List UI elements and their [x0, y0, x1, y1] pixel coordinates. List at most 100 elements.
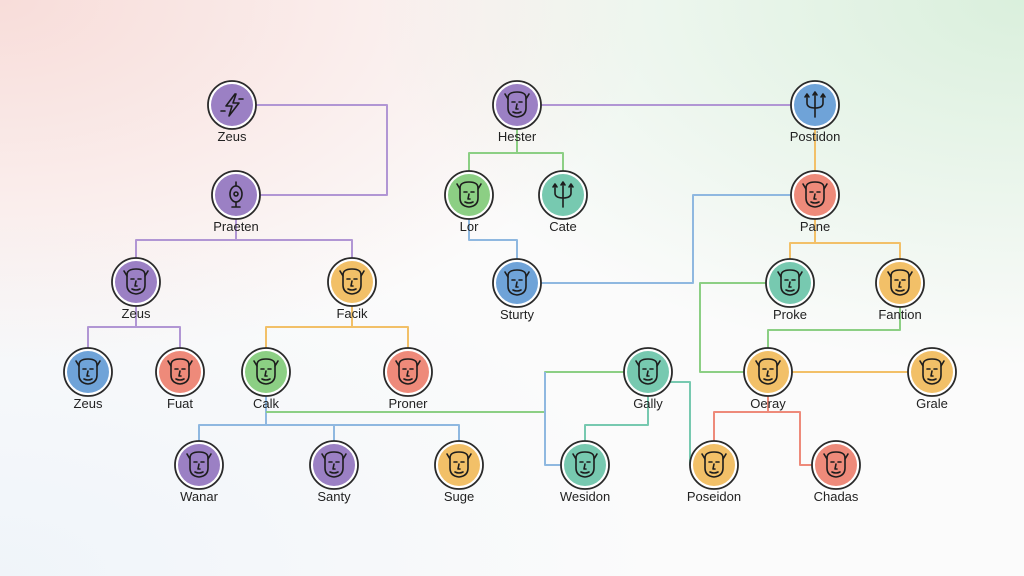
- node-zeus-top[interactable]: Zeus: [207, 80, 257, 144]
- edge-fantion-to-oeray: [767, 305, 901, 350]
- node-label: Oeray: [750, 396, 786, 411]
- edge-praeten-to-zeus-mid: [135, 217, 237, 260]
- node-praeten[interactable]: Praeten: [211, 170, 261, 234]
- face-icon: [887, 269, 913, 296]
- node-wanar[interactable]: Wanar: [174, 440, 224, 504]
- node-label: Proke: [773, 307, 807, 322]
- node-wesidon[interactable]: Wesidon: [560, 440, 610, 504]
- node-label: Cate: [549, 219, 576, 234]
- edge-calk-to-suge: [334, 424, 460, 443]
- face-icon: [339, 268, 365, 295]
- node-label: Zeus: [74, 396, 103, 411]
- node-disc: [211, 84, 253, 126]
- face-icon: [321, 451, 347, 478]
- edge-proke-to-oeray: [699, 282, 768, 373]
- node-label: Wesidon: [560, 489, 610, 504]
- edge-zeus-top-to-praeten: [254, 104, 388, 196]
- face-icon: [802, 181, 828, 208]
- face-icon: [456, 181, 482, 208]
- node-label: Fuat: [167, 396, 193, 411]
- face-icon: [253, 358, 279, 385]
- face-icon: [755, 358, 781, 385]
- face-icon: [777, 269, 803, 296]
- node-label: Pane: [800, 219, 830, 234]
- edge-gally-to-wesidon: [584, 394, 649, 443]
- trident-icon: [552, 181, 574, 208]
- edge-hester-to-lor: [468, 127, 518, 173]
- node-disc: [215, 174, 257, 216]
- node-label: Zeus: [122, 306, 151, 321]
- node-label: Wanar: [180, 489, 218, 504]
- node-suge[interactable]: Suge: [434, 440, 484, 504]
- node-label: Facik: [336, 306, 368, 321]
- node-fantion[interactable]: Fantion: [875, 258, 925, 322]
- edge-wesidon-to-postidon: [544, 372, 563, 466]
- edge-oeray-to-chadas: [768, 411, 814, 466]
- node-label: Santy: [317, 489, 351, 504]
- edge-calk-to-wanar: [198, 394, 267, 443]
- lyre-icon: [229, 181, 243, 208]
- node-label: Suge: [444, 489, 474, 504]
- face-icon: [186, 451, 212, 478]
- node-pane[interactable]: Pane: [790, 170, 840, 234]
- node-poseidon[interactable]: Poseidon: [687, 440, 741, 504]
- node-label: Gally: [633, 396, 663, 411]
- node-grale[interactable]: Grale: [907, 347, 957, 411]
- edge-pane-to-proke: [789, 217, 816, 261]
- edge-gally-to-poseidon: [668, 381, 692, 466]
- face-icon: [701, 451, 727, 478]
- edge-pane-to-fantion: [815, 242, 901, 261]
- face-icon: [75, 358, 101, 385]
- edge-zeus-mid-to-fuat: [136, 326, 181, 350]
- lightning-icon: [220, 93, 244, 117]
- face-icon: [504, 269, 530, 296]
- edge-facik-to-calk: [265, 304, 353, 350]
- node-label: Sturty: [500, 307, 534, 322]
- node-label: Hester: [498, 129, 537, 144]
- edge-calk-to-gally: [266, 371, 626, 413]
- edge-facik-to-proner: [352, 326, 409, 350]
- edge-calk-to-santy: [266, 424, 335, 443]
- edge-sturty-to-pane: [539, 194, 793, 284]
- node-proke[interactable]: Proke: [765, 258, 815, 322]
- node-zeus-mid[interactable]: Zeus: [111, 257, 161, 321]
- node-oeray[interactable]: Oeray: [743, 347, 793, 411]
- node-facik[interactable]: Facik: [327, 257, 377, 321]
- node-label: Chadas: [814, 489, 859, 504]
- edge-praeten-to-facik: [236, 239, 353, 260]
- face-icon: [446, 451, 472, 478]
- node-label: Grale: [916, 396, 948, 411]
- edge-layer: [87, 104, 910, 466]
- node-fuat[interactable]: Fuat: [155, 347, 205, 411]
- face-icon: [919, 358, 945, 385]
- node-label: Postidon: [790, 129, 841, 144]
- node-label: Calk: [253, 396, 280, 411]
- node-sturty[interactable]: Sturty: [492, 258, 542, 322]
- node-label: Lor: [460, 219, 479, 234]
- node-label: Poseidon: [687, 489, 741, 504]
- edge-zeus-mid-to-zeus-low: [87, 304, 137, 350]
- face-icon: [395, 358, 421, 385]
- node-santy[interactable]: Santy: [309, 440, 359, 504]
- edge-hester-to-cate: [517, 152, 564, 173]
- face-icon: [823, 451, 849, 478]
- node-cate[interactable]: Cate: [538, 170, 588, 234]
- face-icon: [635, 358, 661, 385]
- node-chadas[interactable]: Chadas: [811, 440, 861, 504]
- node-postidon[interactable]: Postidon: [790, 80, 841, 144]
- node-calk[interactable]: Calk: [241, 347, 291, 411]
- node-label: Praeten: [213, 219, 259, 234]
- node-label: Zeus: [218, 129, 247, 144]
- edge-oeray-to-poseidon: [713, 394, 769, 443]
- node-zeus-low[interactable]: Zeus: [63, 347, 113, 411]
- node-proner[interactable]: Proner: [383, 347, 433, 411]
- face-icon: [572, 451, 598, 478]
- face-icon: [504, 91, 530, 118]
- face-icon: [167, 358, 193, 385]
- node-lor[interactable]: Lor: [444, 170, 494, 234]
- node-label: Proner: [388, 396, 428, 411]
- node-gally[interactable]: Gally: [623, 347, 673, 411]
- node-hester[interactable]: Hester: [492, 80, 542, 144]
